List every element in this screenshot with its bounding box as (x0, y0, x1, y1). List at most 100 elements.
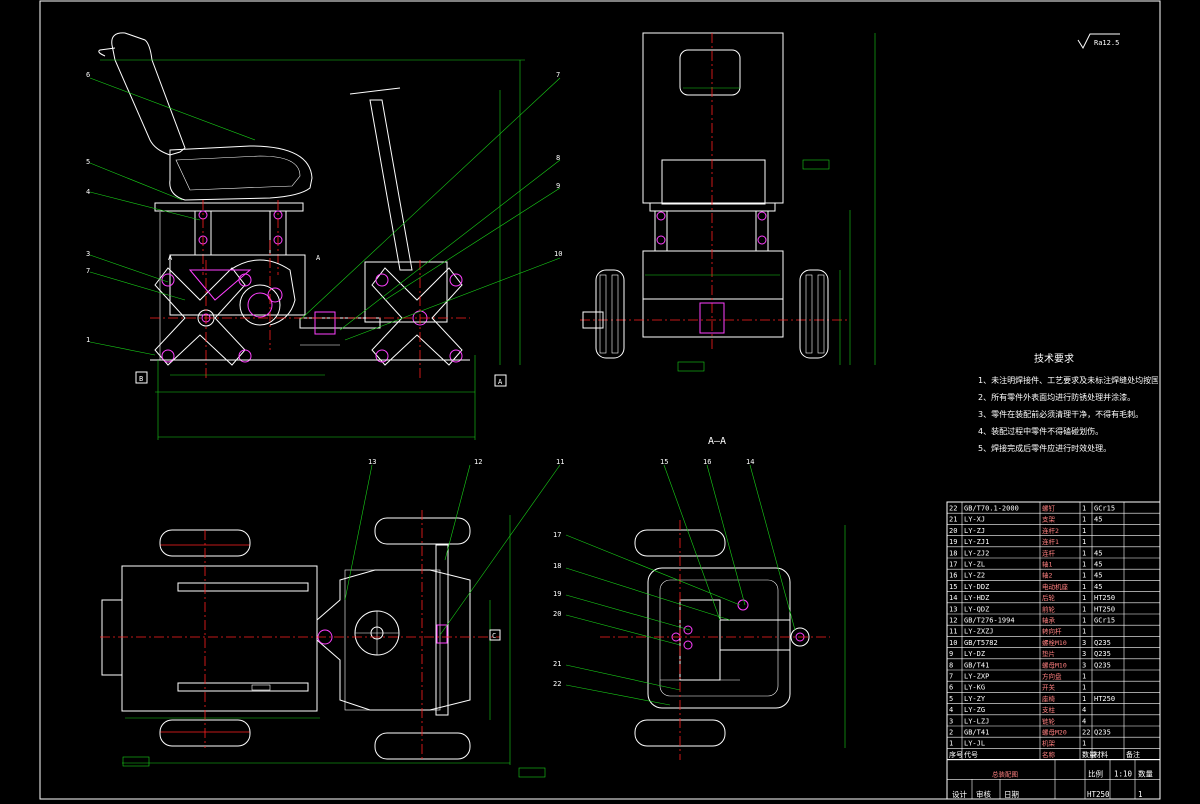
bom-cell: GB/T70.1-2000 (964, 505, 1019, 513)
svg-text:12: 12 (474, 458, 482, 466)
bom-cell: 19 (949, 538, 957, 546)
title-block-text: 1:10 (1114, 769, 1133, 778)
bom-cell: 3 (949, 717, 953, 725)
bom-cell: 7 (949, 673, 953, 681)
section-view: 15 16 14 17 18 19 20 21 22 (553, 458, 846, 760)
bom-cell: LY-QDZ (964, 605, 989, 613)
bom-cell: LY-HDZ (964, 594, 989, 602)
bom-cell: 轴承 (1042, 616, 1056, 625)
bom-cell: 14 (949, 594, 957, 602)
bom-cell: 1 (1082, 673, 1086, 681)
bom-cell: 螺钉 (1042, 504, 1056, 513)
bom-cell: 1 (1082, 572, 1086, 580)
bom-cell: 螺母M20 (1042, 728, 1067, 737)
bom-cell: 链轮 (1042, 716, 1056, 725)
bom-cell: LY-KG (964, 684, 985, 692)
title-block-text: 1 (1138, 790, 1143, 799)
svg-text:7: 7 (556, 71, 560, 79)
bom-cell: 20 (949, 527, 957, 535)
bom-cell: 12 (949, 617, 957, 625)
bom-cell: 垫片 (1042, 649, 1055, 658)
tech-req-item: 1、未注明焊接件、工艺要求及未标注焊缝处均按国家标准执行。 (978, 376, 1158, 385)
svg-text:21: 21 (553, 660, 561, 668)
bom-cell: 材料 (1094, 750, 1108, 759)
bom-cell: LY-JL (964, 740, 985, 748)
tech-req-item: 4、装配过程中零件不得磕碰划伤。 (978, 427, 1104, 436)
bom-cell: 连杆2 (1042, 526, 1059, 535)
svg-text:10: 10 (554, 250, 562, 258)
bom-cell: 22 (1082, 729, 1090, 737)
bom-cell: 1 (1082, 628, 1086, 636)
bom-cell: 1 (1082, 594, 1086, 602)
svg-text:A: A (316, 254, 321, 262)
bom-cell: GB/T41 (964, 729, 989, 737)
bom-cell: 1 (1082, 695, 1086, 703)
bom-cell: 方向盘 (1042, 672, 1062, 681)
tech-req-item: 3、零件在装配前必须清理干净，不得有毛刺。 (978, 410, 1144, 419)
bom-cell: LY-ZG (964, 706, 985, 714)
title-block-text: 比例 (1088, 768, 1103, 778)
bom-cell: Q235 (1094, 650, 1111, 658)
bom-cell: 45 (1094, 549, 1102, 557)
bom-cell: 45 (1094, 516, 1102, 524)
bom-cell: LY-ZY (964, 695, 986, 703)
bom-cell: 4 (1082, 717, 1086, 725)
front-view-balloons: 6 5 4 3 7 1 7 8 9 10 A A B A (86, 71, 562, 387)
tech-requirements-list: 1、未注明焊接件、工艺要求及未标注焊缝处均按国家标准执行。 2、所有零件外表面均… (978, 372, 1158, 457)
bom-cell: 17 (949, 561, 957, 569)
bom-cell: LY-ZJ (964, 527, 985, 535)
front-view (89, 32, 561, 440)
svg-text:C: C (492, 632, 496, 640)
bom-cell: 3 (1082, 661, 1086, 669)
section-label: A—A (708, 436, 726, 447)
bom-cell: Q235 (1094, 639, 1111, 647)
bom-cell: LY-ZL (964, 561, 985, 569)
bom-cell: GB/T41 (964, 661, 989, 669)
svg-text:A: A (168, 254, 173, 262)
bom-cell: Q235 (1094, 729, 1111, 737)
title-block-text: 数量 (1138, 768, 1154, 778)
bom-cell: LY-ZJ1 (964, 538, 989, 546)
bom-cell: LY-Z2 (964, 572, 985, 580)
bom-cell: 21 (949, 516, 957, 524)
bom-cell: 1 (1082, 538, 1086, 546)
bom-cell: 11 (949, 628, 957, 636)
bom-cell: GCr15 (1094, 617, 1115, 625)
title-block-text: 审核 (976, 789, 991, 799)
bom-cell: 前轮 (1042, 604, 1056, 613)
svg-text:20: 20 (553, 610, 561, 618)
svg-text:19: 19 (553, 590, 561, 598)
svg-text:A: A (498, 378, 503, 386)
bom-cell: 13 (949, 605, 957, 613)
bom-cell: 18 (949, 549, 957, 557)
bom-cell: LY-ZXP (964, 673, 989, 681)
svg-text:3: 3 (86, 250, 90, 258)
bom-cell: HT250 (1094, 695, 1115, 703)
bom-cell: LY-XJ (964, 516, 985, 524)
bom-cell: 螺栓M10 (1042, 638, 1067, 647)
bom-cell: LY-LZJ (964, 717, 989, 725)
bom-cell: 1 (1082, 505, 1086, 513)
bom-cell: 45 (1094, 583, 1102, 591)
title-block-text: 日期 (1004, 790, 1019, 799)
bom-cell: 15 (949, 583, 957, 591)
svg-text:6: 6 (86, 71, 90, 79)
svg-text:13: 13 (368, 458, 376, 466)
bom-cell: HT250 (1094, 605, 1115, 613)
bom-cell: 代号 (964, 750, 978, 759)
bom-cell: 5 (949, 695, 953, 703)
bom-cell: 3 (1082, 650, 1086, 658)
svg-text:15: 15 (660, 458, 668, 466)
tech-requirements-title: 技术要求 (1034, 352, 1074, 365)
bom-cell: 名称 (1042, 750, 1056, 759)
svg-text:8: 8 (556, 154, 560, 162)
roughness-symbol: Ra12.5 (1077, 33, 1120, 50)
svg-text:17: 17 (553, 531, 561, 539)
bom-cell: 连杆 (1042, 548, 1056, 557)
bom-cell: 序号 (949, 750, 963, 759)
bom-cell: 轴2 (1042, 571, 1053, 580)
bom-cell: 8 (949, 661, 953, 669)
bom-cell: 22 (949, 505, 957, 513)
